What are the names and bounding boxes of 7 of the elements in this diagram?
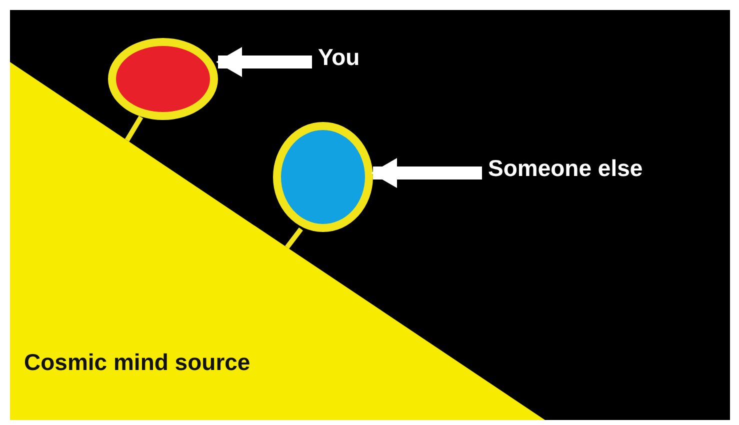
region-label: Cosmic mind source: [24, 349, 250, 376]
arrow: [216, 47, 312, 77]
balloon-string: [285, 227, 303, 249]
arrow: [371, 158, 482, 188]
pointer-label: Someone else: [488, 155, 643, 183]
balloon-string: [124, 116, 144, 142]
pointer-label: You: [318, 44, 360, 72]
